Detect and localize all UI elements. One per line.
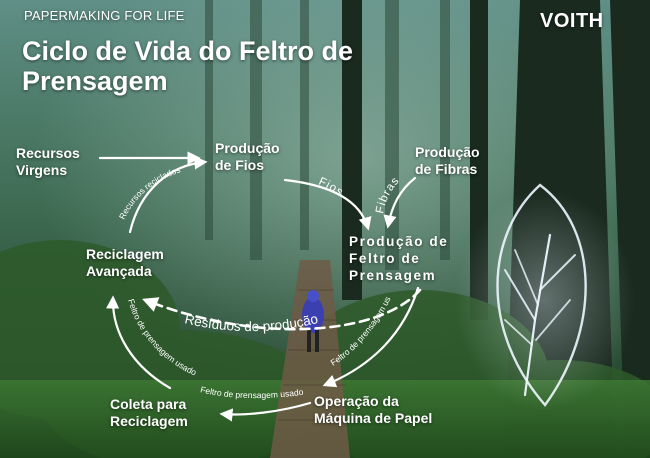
arrow-reciclagem-to-fios	[128, 156, 208, 234]
node-coleta-reciclagem: Coleta para Reciclagem	[110, 396, 188, 429]
arrow-coleta-to-reciclagem	[106, 295, 172, 390]
node-producao-fibras: Produção de Fibras	[415, 144, 480, 177]
arrow-operacao-to-coleta	[219, 401, 312, 422]
label-residuos: Resíduos de produção	[183, 311, 319, 334]
node-producao-fios: Produção de Fios	[215, 140, 280, 173]
arrow-residuos	[142, 288, 422, 331]
tagline: PAPERMAKING FOR LIFE	[24, 8, 185, 23]
node-operacao-maquina: Operação da Máquina de Papel	[314, 393, 433, 426]
node-producao-feltro: Produção de Feltro de Prensagem	[349, 234, 449, 283]
page-title: Ciclo de Vida do Feltro de Prensagem	[22, 36, 354, 96]
label-fios: Fios	[317, 176, 346, 199]
label-fibras: Fibras	[374, 175, 402, 215]
arrow-fibras-to-feltro	[383, 176, 417, 229]
label-feltro-usado-1: Feltro de prensagem usado	[126, 298, 198, 378]
node-reciclagem-avancada: Reciclagem Avançada	[86, 246, 164, 279]
arrow-fios-to-feltro	[283, 178, 372, 231]
node-recursos-virgens: Recursos Virgens	[16, 145, 80, 178]
brand-logo: VOITH	[540, 10, 604, 32]
label-recursos-reciclados: Recursos reciclados	[117, 164, 182, 220]
arrow-feltro-to-operacao	[322, 286, 420, 388]
label-feltro-usado-2: Feltro de prensagem usado	[199, 384, 304, 400]
